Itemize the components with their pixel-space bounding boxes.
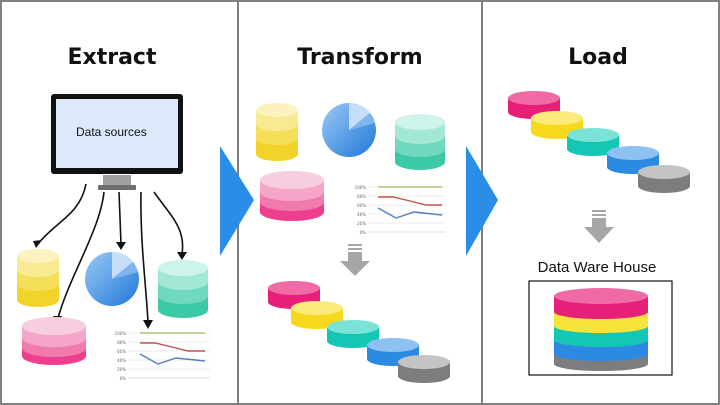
pink-database-icon — [260, 171, 324, 221]
teal-database-icon — [395, 114, 445, 170]
tick-label: 80% — [357, 194, 366, 199]
arrow-transform-to-load — [466, 146, 498, 256]
tick-label: 0% — [120, 376, 127, 381]
tick-label: 100% — [355, 185, 367, 190]
teal-disk-icon — [567, 128, 619, 156]
load-title: Load — [568, 45, 628, 70]
line-chart-icon-transform: 100% 80% 60% 40% 20% 0% — [355, 185, 446, 235]
tick-label: 40% — [357, 212, 366, 217]
transform-title: Transform — [297, 45, 423, 70]
monitor-icon — [51, 94, 183, 190]
gray-disk-icon — [398, 355, 450, 383]
gray-disk-icon — [638, 165, 690, 193]
blue-disk-icon — [367, 338, 419, 366]
warehouse-label: Data Ware House — [538, 259, 657, 276]
warehouse-database-icon — [554, 288, 648, 371]
tick-label: 20% — [117, 367, 126, 372]
pie-chart-icon — [322, 102, 376, 157]
source-arrows — [37, 183, 184, 323]
tick-label: 0% — [360, 230, 367, 235]
yellow-database-icon — [17, 249, 59, 307]
tick-label: 100% — [115, 331, 127, 336]
tick-label: 60% — [357, 203, 366, 208]
magenta-disk-icon — [268, 281, 320, 309]
arrow-extract-to-transform — [220, 146, 254, 256]
teal-database-icon — [158, 260, 208, 318]
disk-staircase-load — [508, 91, 690, 193]
yellow-database-icon — [256, 103, 298, 161]
tick-label: 20% — [357, 221, 366, 226]
pie-chart-icon — [85, 252, 139, 306]
tick-label: 40% — [117, 358, 126, 363]
yellow-disk-icon — [531, 111, 583, 139]
disk-staircase-transform — [268, 281, 450, 383]
teal-disk-icon — [327, 320, 379, 348]
pink-database-icon — [22, 317, 86, 365]
tick-label: 80% — [117, 340, 126, 345]
line-chart-icon-extract: 100% 80% 60% 40% 20% 0% — [115, 331, 210, 381]
down-arrow-icon — [584, 210, 614, 243]
monitor-label: Data sources — [76, 125, 147, 139]
down-arrow-icon — [340, 244, 370, 276]
extract-title: Extract — [68, 45, 157, 70]
tick-label: 60% — [117, 349, 126, 354]
